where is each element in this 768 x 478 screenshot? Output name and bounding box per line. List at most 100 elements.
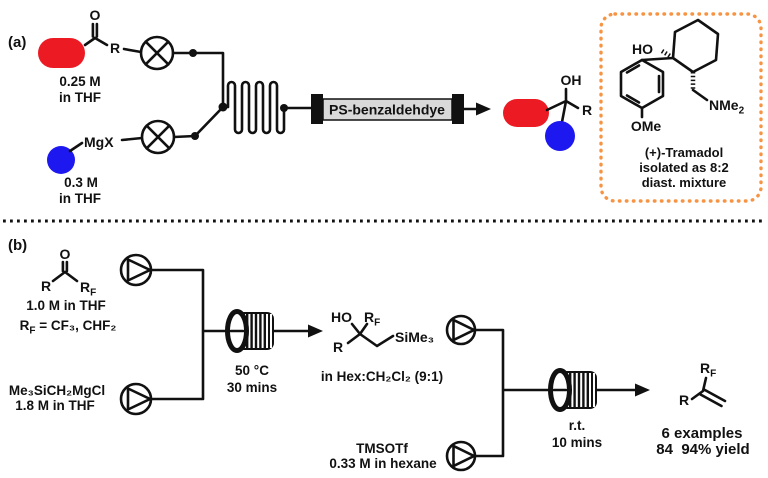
coil1-time-label: 30 mins — [227, 380, 277, 395]
solvent-label: in THF — [59, 191, 101, 206]
intermediate-structure: HO RF R SiMe₃ in Hex:CH₂Cl₂ (9:1) — [321, 309, 443, 384]
arrow-icon — [308, 324, 323, 338]
tubing-line — [172, 105, 225, 139]
tramadol-caption-3: diast. mixture — [642, 175, 727, 190]
nme2-label: NMe2 — [709, 97, 745, 117]
r-group-label: R — [41, 278, 51, 294]
tubing-line — [120, 136, 144, 142]
scheme-b: (b) O R RF 1.0 M in THF RF = CF₃, CHF₂ M… — [8, 237, 750, 472]
junction-dot — [191, 132, 199, 140]
column-end-cap — [311, 94, 323, 124]
concentration-label: 1.0 M in THF — [26, 298, 106, 313]
tramadol-box: HO NMe2 OMe (+)-Tramadol isolated as 8:2… — [599, 12, 763, 203]
tramadol-caption-1: (+)-Tramadol — [645, 145, 723, 160]
bond — [545, 87, 580, 124]
concentration-label: 0.3 M — [64, 175, 98, 190]
vinyl-double-bond — [699, 388, 727, 408]
reagent-label: Me₃SiCH₂MgCl — [9, 383, 105, 398]
serpentine-coil-reactor — [221, 80, 286, 135]
coil1-temp-label: 50 °C — [235, 363, 269, 378]
solvent-label: in THF — [59, 90, 101, 105]
r-group-label: R — [679, 392, 689, 408]
ho-label: HO — [331, 309, 352, 325]
coil2-temp-label: r.t. — [569, 418, 586, 433]
tubing-line — [171, 51, 225, 109]
r-group-label: R — [582, 102, 592, 118]
red-fragment-pill — [38, 38, 85, 68]
reagent2-name: TMSOTf — [356, 441, 408, 456]
ho-label: HO — [632, 41, 653, 57]
pump-x-glyph — [144, 40, 170, 66]
mgx-label: MgX — [84, 134, 114, 150]
rf-group-label: RF — [700, 360, 716, 380]
tubing-line — [149, 268, 239, 401]
oxygen-label: O — [90, 7, 101, 23]
red-fragment-pill — [503, 99, 549, 127]
bond — [346, 322, 395, 348]
benzene-ring — [619, 58, 665, 110]
arrow-icon — [476, 102, 491, 116]
pump-triangle-glyph — [126, 386, 154, 412]
pump-triangle-glyph — [452, 317, 477, 343]
pump-icon — [139, 35, 175, 71]
bond — [691, 88, 709, 102]
pump-icon — [445, 440, 477, 472]
ketone-feed-structure: O R 0.25 M in THF — [38, 7, 120, 105]
column-label: PS-benzaldehdye — [329, 102, 445, 118]
pump-x-glyph — [145, 124, 171, 150]
bond — [83, 36, 97, 47]
reagent2-conc: 0.33 M in hexane — [329, 456, 437, 471]
pump-icon — [140, 119, 176, 155]
oh-label: OH — [561, 72, 582, 88]
aromatic-double-bonds — [625, 64, 661, 104]
coil-reactor-icon — [548, 368, 597, 412]
column-body — [322, 98, 453, 121]
scheme-b-label: (b) — [8, 237, 27, 254]
carbonyl-double-bond — [91, 22, 99, 38]
column-end-cap — [452, 94, 464, 124]
concentration-label: 0.25 M — [59, 74, 100, 89]
grignard-feed-structure: MgX 0.3 M in THF — [47, 134, 114, 206]
tramadol-caption-2: isolated as 8:2 — [639, 160, 729, 175]
arrow-icon — [635, 383, 650, 397]
bond — [51, 270, 79, 283]
pump-icon — [445, 314, 477, 346]
scheme-a-label: (a) — [8, 34, 26, 51]
r-group-label: R — [110, 40, 120, 56]
pump-triangle-glyph — [126, 257, 154, 283]
blue-fragment-circle — [47, 146, 75, 174]
packed-column: PS-benzaldehdye — [311, 94, 464, 124]
hashed-wedge-bond — [660, 49, 674, 60]
product-a-structure: OH R — [503, 72, 592, 151]
silyl-grignard-feed: Me₃SiCH₂MgCl 1.8 M in THF — [9, 383, 105, 413]
ome-label: OMe — [631, 118, 662, 134]
pump-icon — [119, 253, 154, 287]
bond — [68, 141, 84, 153]
product-b-structure: RF R 6 examples 84 94% yield — [656, 360, 749, 458]
pump-triangle-glyph — [452, 443, 477, 469]
bond — [93, 36, 109, 47]
solvent-label: in Hex:CH₂Cl₂ (9:1) — [321, 369, 443, 384]
rf-group-label: RF — [364, 309, 380, 329]
carbonyl-double-bond — [61, 260, 69, 273]
blue-fragment-circle — [545, 121, 575, 151]
tubing-line — [122, 47, 143, 54]
concentration-label: 1.8 M in THF — [15, 398, 95, 413]
coil-reactor-icon — [225, 309, 274, 353]
coil2-time-label: 10 mins — [552, 435, 602, 450]
pump-icon — [119, 382, 154, 416]
sime3-label: SiMe₃ — [395, 329, 434, 345]
rf-definition-label: RF = CF₃, CHF₂ — [20, 318, 117, 337]
r-group-label: R — [333, 339, 343, 355]
cyclohexane-ring — [671, 18, 720, 74]
scheme-a: (a) O R 0.25 M in THF MgX 0.3 M in THF — [8, 7, 763, 206]
tubing-line — [473, 328, 562, 458]
fluoroketone-feed-structure: O R RF 1.0 M in THF RF = CF₃, CHF₂ — [20, 246, 117, 337]
yield-label: 84 94% yield — [656, 441, 749, 458]
examples-label: 6 examples — [662, 425, 743, 442]
oxygen-label: O — [60, 246, 71, 262]
dashed-orange-border — [599, 12, 763, 203]
junction-dot — [189, 49, 197, 57]
